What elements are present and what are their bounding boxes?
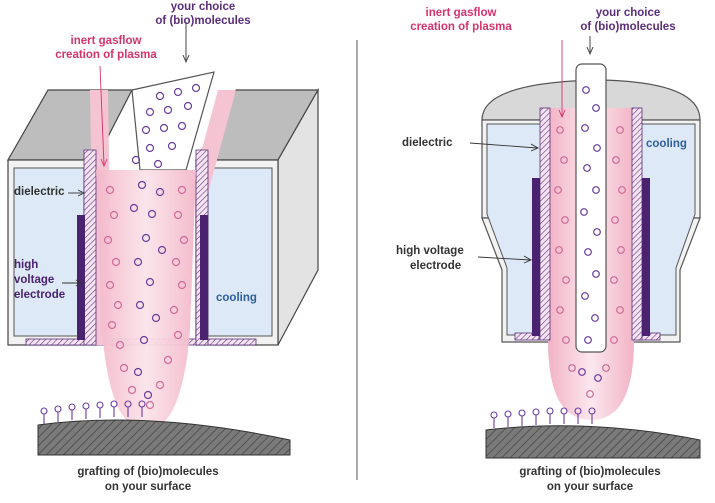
right-hv-line1: high voltage	[396, 245, 464, 257]
left-housing-top-left	[6, 89, 133, 161]
left-dielectric-label: dielectric	[14, 186, 65, 198]
left-graft-label: grafting of (bio)molecules on your surfa…	[28, 465, 268, 495]
right-dielectric-wall-left	[539, 107, 551, 341]
left-hv-label: high voltage electrode	[14, 258, 65, 303]
right-graft-line1: grafting of (bio)molecules	[519, 466, 661, 478]
left-hv-line3: electrode	[14, 289, 66, 301]
left-hv-line1: high	[14, 259, 39, 271]
right-hv-line2: electrode	[410, 260, 462, 272]
left-graft-line2: on your surface	[104, 481, 192, 493]
left-plasma-plume	[96, 170, 196, 430]
right-cooling-label: cooling	[646, 138, 687, 150]
right-dielectric-wall-right	[631, 107, 643, 341]
right-electrode-right	[642, 178, 650, 336]
left-choice-line1: your choice	[170, 1, 236, 13]
right-surface	[485, 425, 701, 459]
right-electrode-left	[532, 178, 540, 336]
left-electrode-left	[77, 215, 85, 340]
right-bottom-left-strip	[514, 332, 540, 341]
left-cooling-chamber-right	[207, 167, 273, 337]
right-hv-label: high voltage electrode	[396, 244, 464, 274]
left-device	[6, 22, 320, 456]
left-dielectric-wall-left	[83, 149, 97, 346]
left-cooling-label: cooling	[216, 292, 257, 304]
right-gas-line2: creation of plasma	[410, 21, 512, 33]
left-gas-line1: inert gasflow	[70, 35, 142, 47]
left-grafted-molecules	[40, 400, 146, 424]
right-molecule-tube	[575, 63, 607, 353]
left-gas-label: inert gasflow creation of plasma	[36, 34, 176, 62]
left-surface	[37, 419, 291, 456]
left-molecules	[103, 83, 201, 410]
left-graft-line1: grafting of (bio)molecules	[77, 466, 219, 478]
right-choice-line2: of (bio)molecules	[580, 21, 676, 33]
left-choice-label: your choice of (bio)molecules	[148, 0, 258, 28]
right-gas-label: inert gasflow creation of plasma	[386, 6, 536, 34]
right-grafted-molecules	[490, 407, 596, 428]
right-choice-label: your choice of (bio)molecules	[568, 6, 688, 34]
right-graft-label: grafting of (bio)molecules on your surfa…	[480, 465, 700, 495]
right-dielectric-label: dielectric	[402, 137, 453, 149]
left-arrows	[62, 22, 190, 287]
right-arrows	[469, 36, 594, 264]
right-molecules	[554, 86, 626, 398]
left-gas-line2: creation of plasma	[55, 49, 157, 61]
right-gas-line1: inert gasflow	[425, 7, 497, 19]
right-choice-line1: your choice	[595, 7, 661, 19]
right-graft-line2: on your surface	[546, 481, 634, 493]
left-choice-line2: of (bio)molecules	[155, 15, 251, 27]
right-device	[469, 36, 701, 459]
left-electrode-right	[200, 215, 208, 340]
left-hv-line2: voltage	[14, 274, 55, 286]
